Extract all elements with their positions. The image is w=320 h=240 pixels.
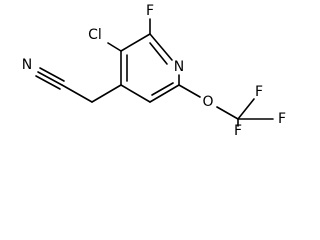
atom-label-ring-nitrogen: N: [174, 59, 184, 75]
bond-nitrile-1: [37, 71, 63, 86]
bond-c5-c6: [149, 84, 180, 103]
bond-n1-c2-double: [149, 42, 168, 65]
bond-oxygen-cf3: [216, 106, 239, 120]
bond-c2-c3: [120, 33, 151, 52]
atom-label-nitrile-nitrogen: N: [22, 57, 32, 73]
bond-nitrile-2: [39, 67, 65, 82]
atom-label-chlorine: Cl: [88, 27, 102, 43]
atom-label-fluorine-ring: F: [146, 3, 154, 19]
bond-c4-c5: [120, 84, 151, 103]
atom-label-cf3-fluorine-bottom: F: [234, 123, 242, 138]
bond-cf3-fluorine-top: [237, 98, 255, 120]
atom-label-ether-oxygen: O: [202, 94, 213, 110]
atom-label-cf3-fluorine-top: F: [255, 84, 263, 100]
bond-n1-c2: [149, 33, 173, 61]
bond-c4-ch2: [91, 84, 122, 103]
bond-c3-chlorine: [107, 42, 122, 52]
bond-c6-oxygen: [178, 84, 201, 98]
atom-label-cf3-fluorine-right: F: [278, 111, 286, 127]
bond-ch2-cn: [61, 84, 93, 103]
bond-nitrile-3: [35, 75, 61, 90]
bond-c5-c6-double: [151, 82, 174, 96]
chemical-structure-diagram: F Cl N N O F F F: [22, 3, 286, 138]
